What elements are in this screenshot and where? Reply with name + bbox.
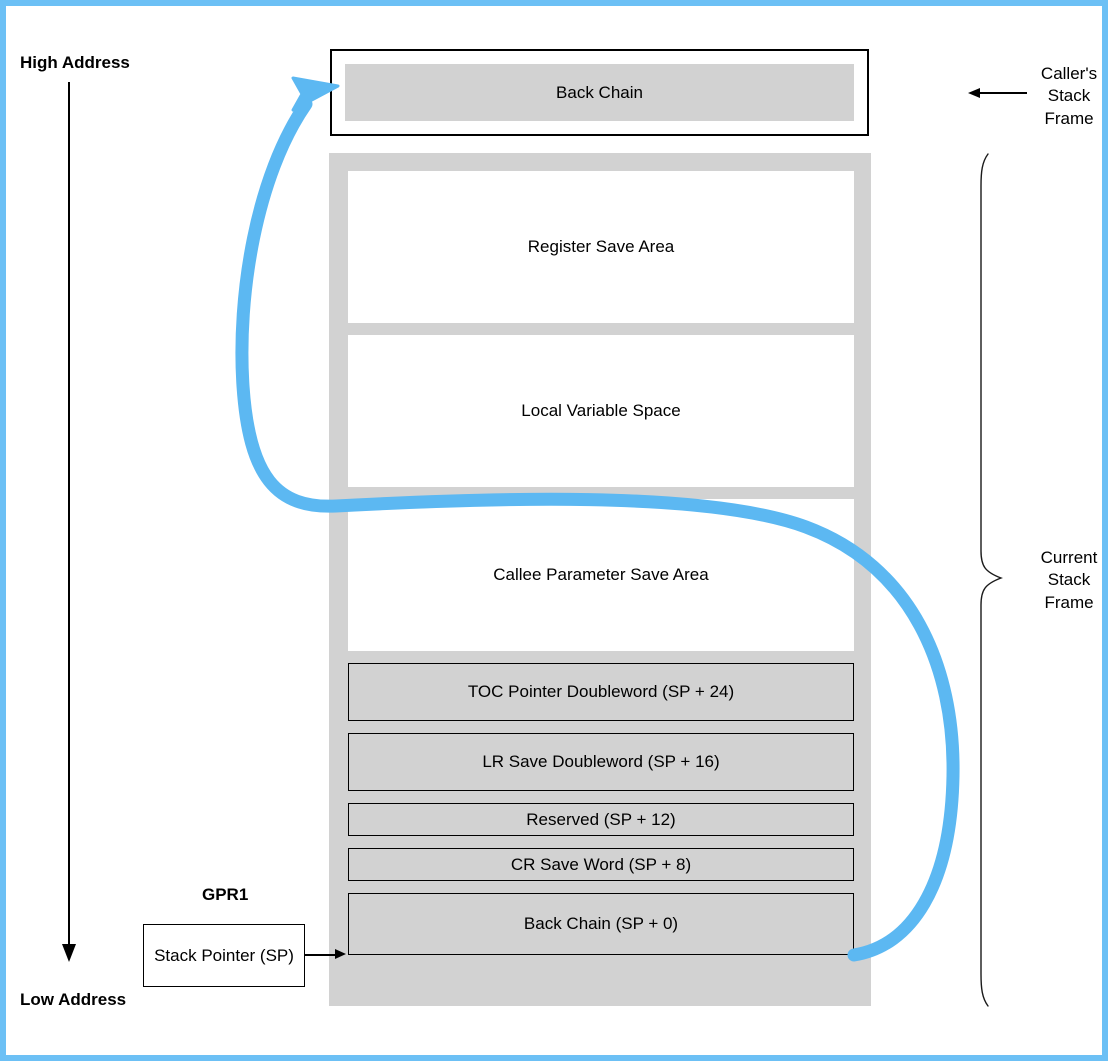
address-axis-arrowhead — [62, 944, 76, 962]
high-address-label: High Address — [20, 53, 130, 72]
slot-gap — [348, 836, 854, 848]
slot-toc-pointer-doubleword: TOC Pointer Doubleword (SP + 24) — [348, 663, 854, 721]
label-line: Stack — [1047, 570, 1091, 590]
slot-back-chain-sp0: Back Chain (SP + 0) — [348, 893, 854, 955]
slot-register-save-area: Register Save Area — [348, 171, 854, 323]
slot-gap — [348, 487, 854, 499]
slot-reserved: Reserved (SP + 12) — [348, 803, 854, 836]
label-line: Frame — [1044, 592, 1094, 612]
stack-pointer-box: Stack Pointer (SP) — [143, 924, 305, 987]
address-axis-line — [68, 82, 70, 946]
label-line: Stack — [1047, 86, 1091, 106]
slot-label: CR Save Word (SP + 8) — [510, 854, 692, 874]
slot-gap — [348, 791, 854, 803]
current-stack-frame-brace — [980, 153, 1003, 1007]
callers-frame-pointer-line — [979, 92, 1027, 94]
label-line: Frame — [1044, 108, 1094, 128]
slot-label: Local Variable Space — [521, 401, 681, 420]
callers-stack-frame: Back Chain — [330, 49, 869, 136]
slot-gap — [348, 651, 854, 663]
low-address-label: Low Address — [20, 990, 127, 1009]
slot-cr-save-word: CR Save Word (SP + 8) — [348, 848, 854, 881]
slot-label: Callee Parameter Save Area — [493, 565, 709, 584]
label-line: Current — [1040, 548, 1098, 567]
stack-pointer-label: Stack Pointer (SP) — [154, 945, 294, 965]
gpr1-label: GPR1 — [202, 885, 249, 904]
slot-lr-save-doubleword: LR Save Doubleword (SP + 16) — [348, 733, 854, 791]
slot-label: Back Chain (SP + 0) — [523, 914, 679, 933]
label-line: Caller's — [1040, 64, 1098, 83]
callers-frame-pointer-arrowhead — [968, 87, 980, 98]
slot-gap — [348, 881, 854, 893]
slot-local-variable-space: Local Variable Space — [348, 335, 854, 487]
current-stack-frame: Register Save Area Local Variable Space … — [329, 153, 871, 1006]
caller-back-chain-label: Back Chain — [556, 82, 643, 102]
stack-pointer-arrowhead — [335, 949, 346, 959]
slot-gap — [348, 323, 854, 335]
slot-label: TOC Pointer Doubleword (SP + 24) — [467, 682, 735, 701]
slot-label: Register Save Area — [527, 237, 675, 256]
caller-back-chain-slot: Back Chain — [345, 64, 854, 121]
slot-callee-parameter-save-area: Callee Parameter Save Area — [348, 499, 854, 651]
slot-gap — [348, 721, 854, 733]
slot-label: LR Save Doubleword (SP + 16) — [482, 752, 720, 771]
slot-label: Reserved (SP + 12) — [526, 809, 676, 829]
